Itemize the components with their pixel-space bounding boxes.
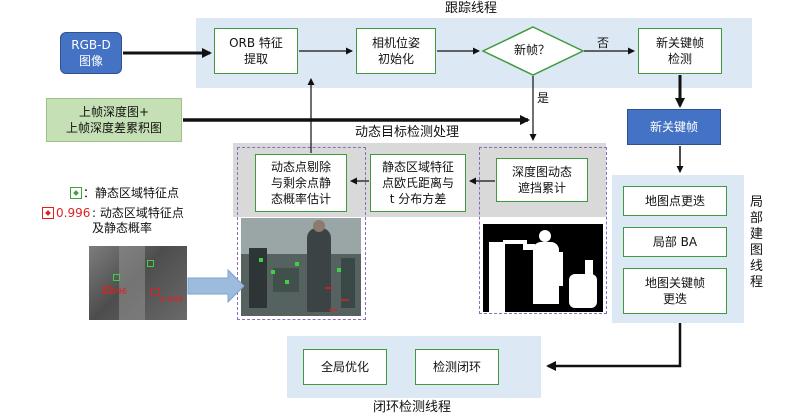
new-keyframe-box: 新关键帧 — [627, 109, 721, 145]
depth-mask-thumbnail — [483, 224, 603, 312]
dynamic-removal-box: 动态点剔除 与剩余点静 态概率估计 — [255, 154, 347, 212]
feature-markers — [259, 258, 349, 311]
rgbd-input-box: RGB-D 图像 — [60, 32, 122, 74]
inset-value-right: 0.998 — [160, 295, 183, 304]
inset-value-left: 0.996 — [104, 287, 127, 296]
dynamic-point-legend-text: : 动态区域特征点 及静态概率 — [92, 206, 184, 235]
new-frame-label: 新帧？ — [514, 43, 551, 57]
depth-input-box: 上帧深度图+ 上帧深度差累积图 — [46, 98, 182, 142]
dynamic-point-legend-icon — [42, 207, 54, 219]
feature-inset-image — [89, 246, 187, 320]
orb-extraction-box: ORB 特征 提取 — [214, 28, 298, 74]
static-point-legend-icon — [70, 187, 82, 199]
dynamic-detection-title: 动态目标检测处理 — [355, 125, 460, 140]
static-point-legend-text: ：静态区域特征点 — [83, 186, 180, 200]
pose-init-box: 相机位姿 初始化 — [356, 28, 436, 74]
loop-detection-box: 检测闭环 — [415, 349, 499, 385]
loop-closing-thread-title: 闭环检测线程 — [373, 400, 452, 415]
dynamic-removal-group — [237, 147, 366, 320]
dynamic-point-value: 0.996 — [56, 206, 91, 220]
local-mapping-thread-title: 局 部 建 图 线 程 — [750, 195, 764, 290]
local-ba-box: 局部 BA — [623, 227, 727, 257]
tracking-thread-title: 跟踪线程 — [445, 1, 498, 16]
new-keyframe-detect-box: 新关键帧 检测 — [638, 28, 722, 74]
no-label: 否 — [597, 36, 610, 50]
map-point-update-box: 地图点更迭 — [623, 186, 727, 216]
new-frame-diamond — [481, 26, 585, 76]
global-optimization-box: 全局优化 — [303, 349, 387, 385]
map-keyframe-update-box: 地图关键帧 更迭 — [623, 268, 727, 314]
occlusion-group — [479, 147, 607, 314]
yes-label: 是 — [537, 91, 550, 105]
distance-variance-box: 静态区域特征 点欧氏距离与 t 分布方差 — [370, 154, 466, 212]
occlusion-accum-box: 深度图动态 遮挡累计 — [496, 158, 588, 202]
